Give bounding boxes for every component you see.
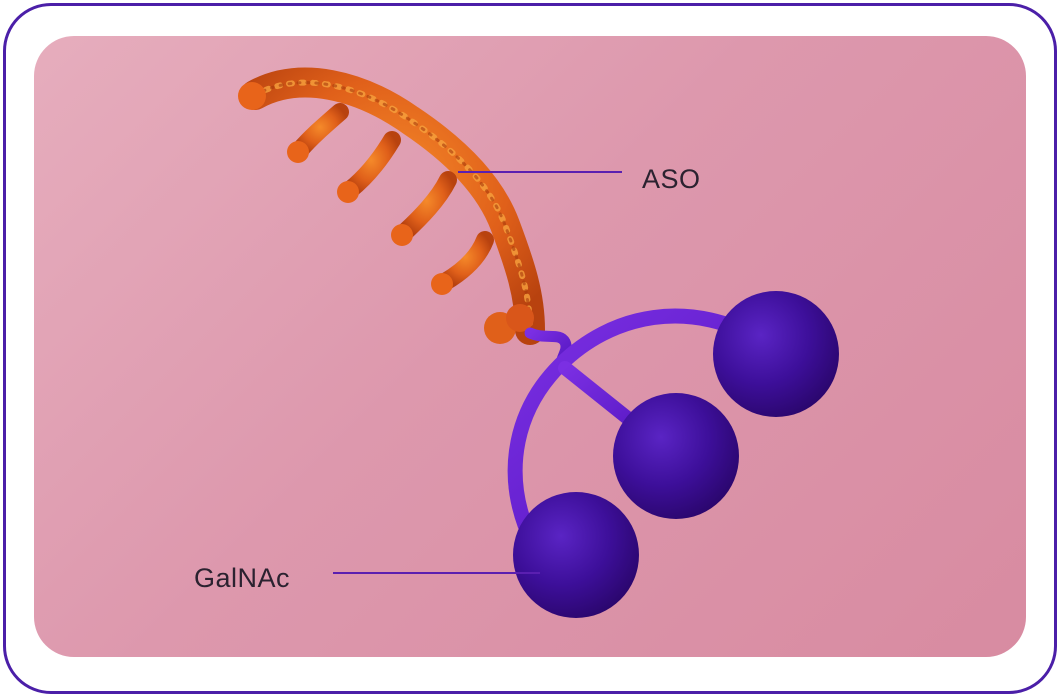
aso-strand: [238, 67, 545, 345]
galnac-sphere-1: [713, 291, 839, 417]
aso-label: ASO: [642, 164, 701, 194]
galnac-label: GalNAc: [194, 563, 291, 593]
galnac-sphere-2: [613, 393, 739, 519]
galnac-sphere-3: [513, 492, 639, 618]
